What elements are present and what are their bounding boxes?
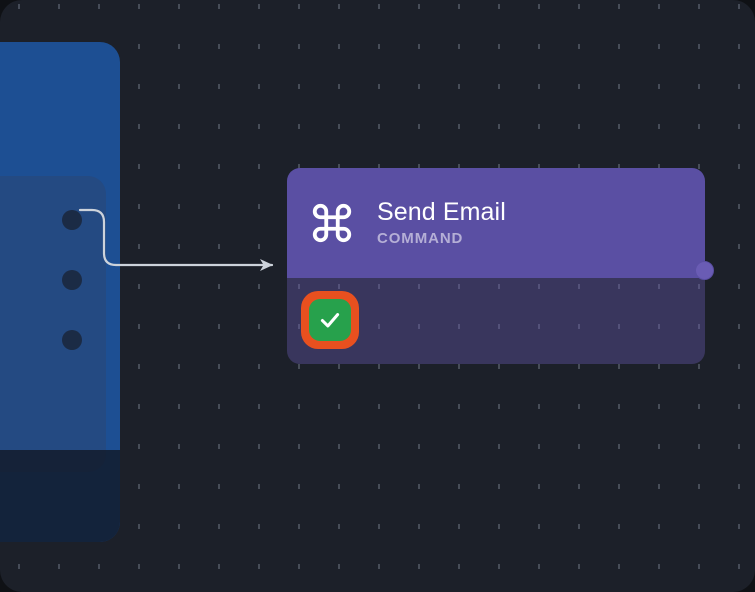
command-node-output-port[interactable] — [695, 261, 714, 280]
command-node-subtitle: COMMAND — [377, 230, 464, 247]
command-node-text: Send Email COMMAND — [377, 197, 506, 249]
source-output-port-3[interactable] — [62, 330, 82, 350]
source-node[interactable] — [0, 42, 120, 542]
source-node-body[interactable] — [0, 176, 106, 472]
source-node-footer — [0, 450, 120, 542]
source-output-port-1[interactable] — [62, 210, 82, 230]
command-node-header[interactable]: Send Email COMMAND — [287, 168, 705, 278]
command-icon — [312, 203, 352, 243]
command-node-body[interactable] — [287, 278, 705, 364]
check-icon — [320, 313, 340, 328]
source-output-port-2[interactable] — [62, 270, 82, 290]
status-badge-fill — [309, 299, 351, 341]
status-success-badge[interactable] — [301, 291, 359, 349]
command-node-title: Send Email — [377, 198, 506, 226]
command-node[interactable]: Send Email COMMAND — [287, 168, 714, 364]
